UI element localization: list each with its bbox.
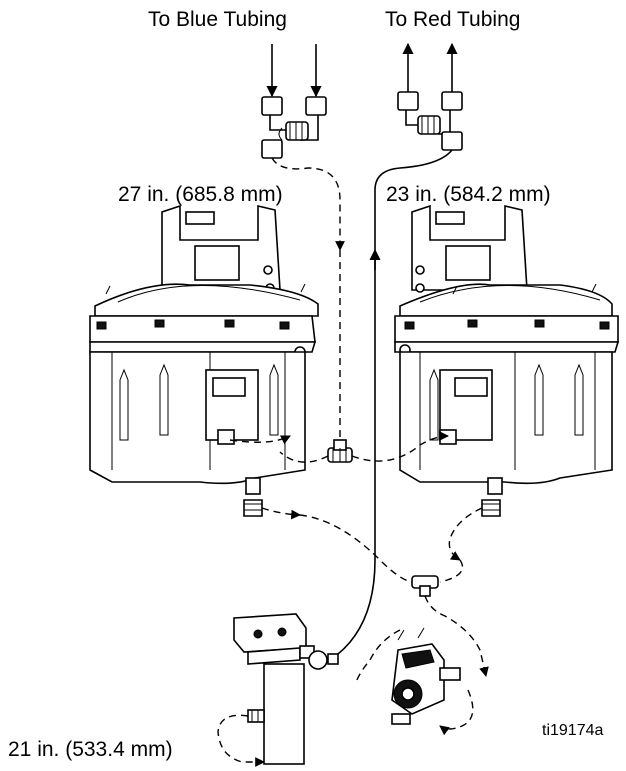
tube-27in-path — [271, 157, 345, 251]
tube-length-27-label: 27 in. (685.8 mm) — [118, 183, 283, 206]
blue-tubing-tee-fitting — [261, 44, 327, 159]
return-line — [329, 255, 376, 661]
diaphragm-pump — [391, 627, 461, 725]
tube-length-23-label: 23 in. (584.2 mm) — [386, 183, 551, 206]
tube-length-21-label: 21 in. (533.4 mm) — [8, 738, 173, 761]
center-tee-fitting — [327, 439, 353, 463]
red-tubing-label: To Red Tubing — [385, 8, 521, 31]
blue-tubing-label: To Blue Tubing — [148, 8, 287, 31]
right-hopper — [394, 204, 620, 517]
red-tubing-tee-fitting — [397, 42, 463, 151]
lower-valve-assembly — [233, 613, 339, 765]
lower-tee-fitting — [411, 575, 439, 597]
left-hopper — [89, 204, 319, 517]
figure-id-label: ti19174a — [542, 722, 604, 739]
